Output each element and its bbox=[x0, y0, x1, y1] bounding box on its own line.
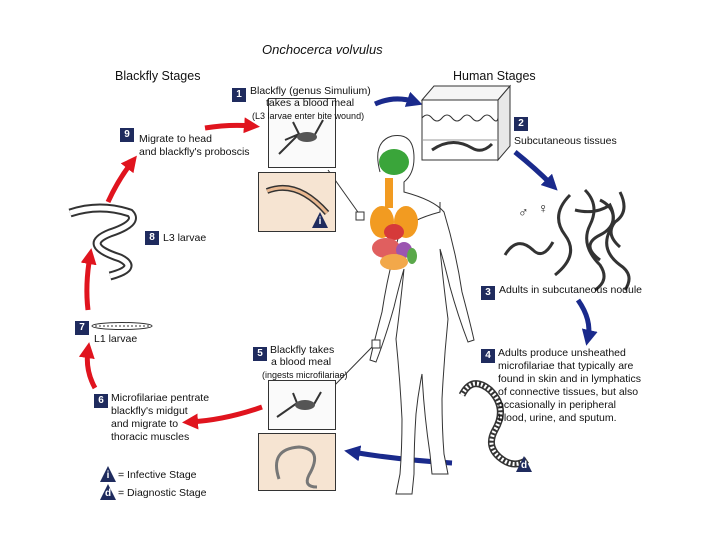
stage-1-note: (L3 larvae enter bite wound) bbox=[252, 111, 365, 121]
microfilariae-box bbox=[258, 433, 336, 491]
male-symbol: ♂ bbox=[518, 204, 529, 220]
stage-3-label: Adults in subcutaneous nodule bbox=[499, 284, 643, 296]
stage-7-label: L1 larvae bbox=[94, 333, 138, 345]
stage-7-badge: 7 bbox=[75, 321, 89, 335]
stage-5-line2: a blood meal bbox=[271, 356, 332, 368]
stage-2-badge: 2 bbox=[514, 117, 528, 131]
female-symbol: ♀ bbox=[538, 200, 549, 216]
arrow-6-to-7 bbox=[78, 342, 98, 390]
human-stages-heading: Human Stages bbox=[453, 69, 536, 83]
stage-1-label-line1: Blackfly (genus Simulium) bbox=[250, 85, 371, 97]
legend-infective-label: = Infective Stage bbox=[118, 469, 197, 481]
stage-6-line3: and migrate to bbox=[111, 418, 179, 430]
blackfly-feeding-box bbox=[268, 380, 336, 430]
blackfly-bite-box bbox=[268, 98, 336, 168]
stage-4-line4: of connective tissues, but also bbox=[498, 386, 639, 398]
arrow-2-to-adults bbox=[513, 150, 558, 191]
stage-6-line4: thoracic muscles bbox=[111, 431, 190, 443]
l3-larva-illustration bbox=[68, 203, 137, 281]
arrow-5-to-6 bbox=[182, 404, 263, 430]
l1-larva-illustration bbox=[91, 322, 153, 330]
arrow-3-to-4 bbox=[575, 298, 598, 346]
stage-5-note: (ingests microfilariae) bbox=[262, 370, 348, 380]
stage-4-badge: 4 bbox=[481, 349, 495, 363]
adult-worms-illustration bbox=[503, 188, 631, 292]
stage-5-badge: 5 bbox=[253, 347, 267, 361]
stage-6-line2: blackfly's midgut bbox=[111, 405, 188, 417]
stage-9-line1: Migrate to head bbox=[139, 133, 212, 145]
stage-6-line1: Microfilariae pentrate bbox=[111, 392, 210, 404]
stage-8-badge: 8 bbox=[145, 231, 159, 245]
l3-larvae-box bbox=[258, 172, 336, 232]
stage-6-badge: 6 bbox=[94, 394, 108, 408]
arrow-7-to-8 bbox=[80, 248, 97, 311]
stage-4-line5: occasionally in peripheral bbox=[498, 399, 616, 411]
microfilaria-illustration bbox=[458, 380, 529, 468]
stage-4-line2: microfilariae that typically are bbox=[498, 360, 634, 372]
arrow-9-to-1 bbox=[204, 117, 260, 134]
stage-4-line1: Adults produce unsheathed bbox=[498, 347, 626, 359]
blackfly-stages-heading: Blackfly Stages bbox=[115, 69, 201, 83]
stage-1-label-line2: takes a blood meal bbox=[266, 97, 355, 109]
diagram-title: Onchocerca volvulus bbox=[262, 42, 383, 57]
stage-4-line6: blood, urine, and sputum. bbox=[498, 412, 617, 424]
arrow-8-to-9 bbox=[105, 155, 137, 204]
stage-9-line2: and blackfly's proboscis bbox=[139, 146, 250, 158]
stage-1-badge: 1 bbox=[232, 88, 246, 102]
stage-2-label: Subcutaneous tissues bbox=[514, 135, 617, 147]
skin-section-illustration bbox=[420, 84, 512, 162]
stage-8-label: L3 larvae bbox=[163, 232, 207, 244]
stage-5-line1: Blackfly takes bbox=[270, 344, 335, 356]
stage-3-badge: 3 bbox=[481, 286, 495, 300]
arrow-1-to-2 bbox=[373, 91, 423, 107]
legend-diagnostic-label: = Diagnostic Stage bbox=[118, 487, 207, 499]
stage-4-line3: found in skin and in lymphatics bbox=[498, 373, 641, 385]
stage-9-badge: 9 bbox=[120, 128, 134, 142]
human-body-illustration bbox=[369, 134, 475, 495]
